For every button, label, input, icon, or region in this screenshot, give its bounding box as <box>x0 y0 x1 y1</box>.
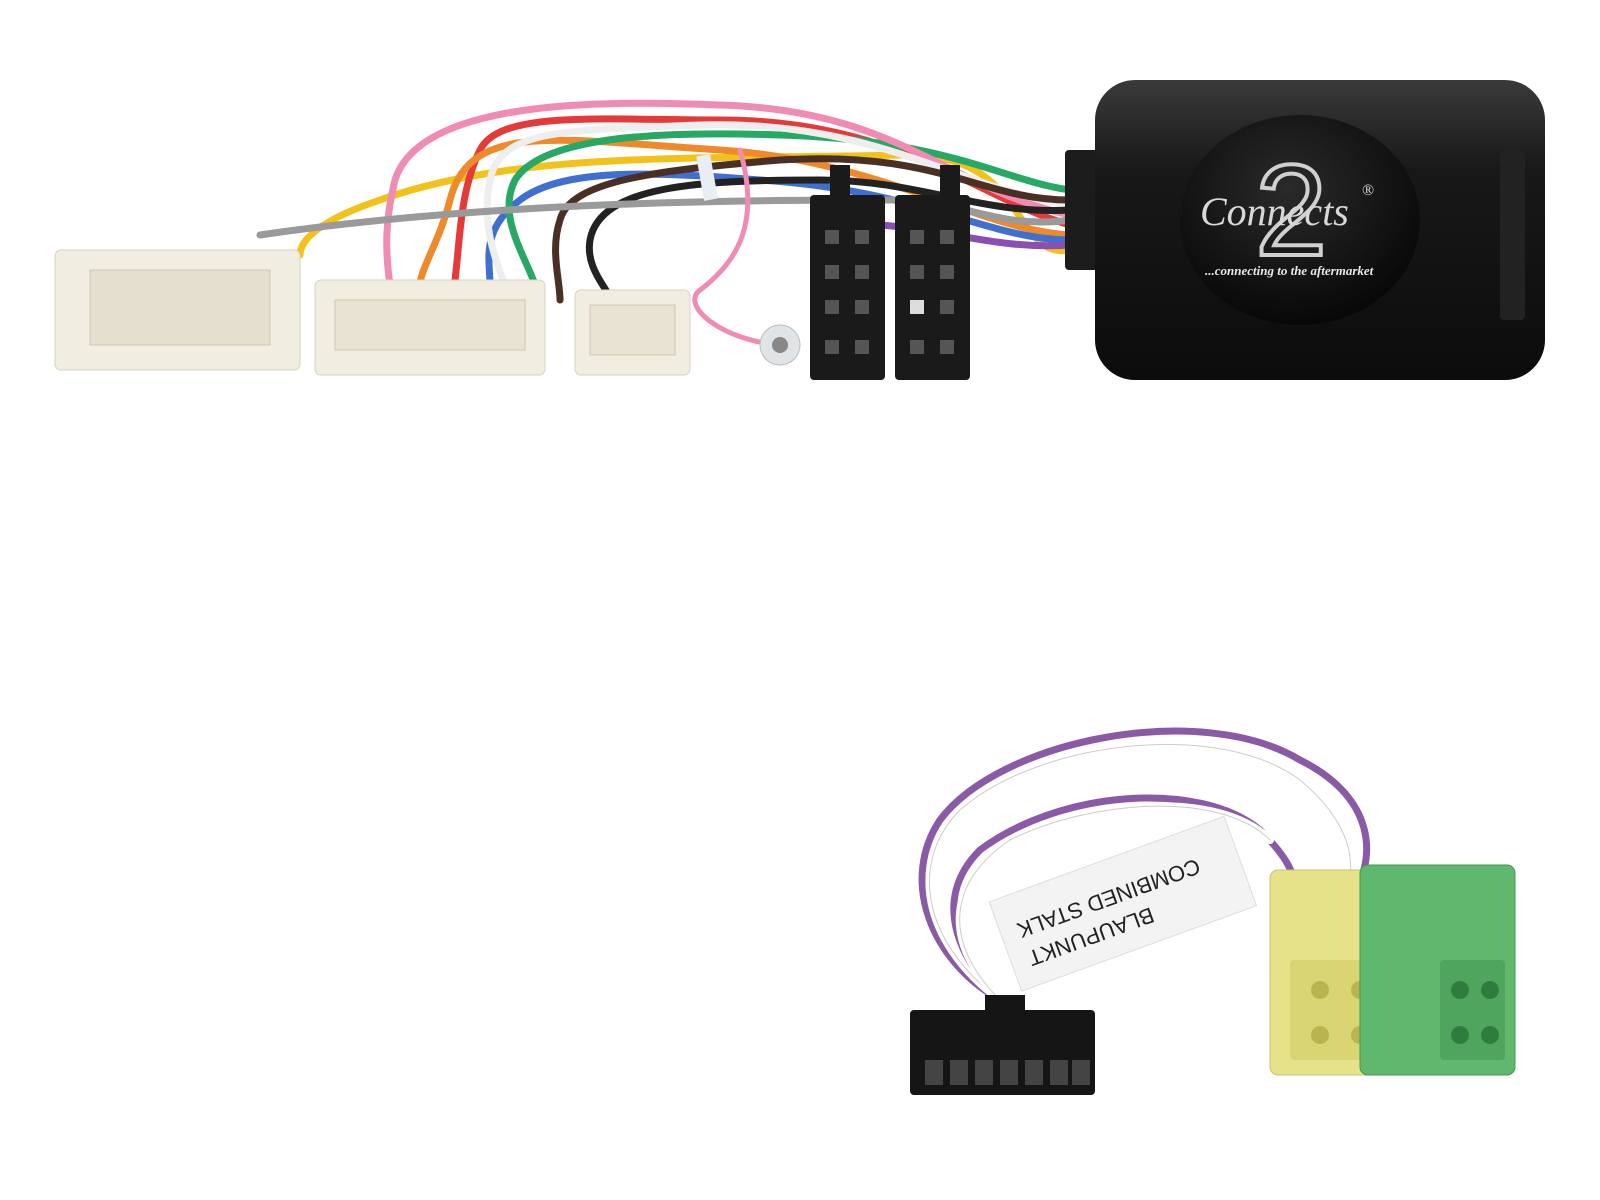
logo-numeral: 2 <box>1255 137 1327 283</box>
antenna-plug <box>759 324 801 366</box>
wire-blue <box>485 170 1074 289</box>
logo-registered: ® <box>1362 182 1374 199</box>
logo-wordmark: Connects <box>1200 189 1349 234</box>
oem-connector-large <box>54 249 301 371</box>
wire-green <box>505 130 1074 304</box>
logo-badge <box>1180 115 1420 325</box>
patch-lead-wires <box>918 727 1371 1004</box>
iso-connector-right <box>895 165 970 380</box>
cable-tie <box>696 154 718 201</box>
logo-tagline: ...connecting to the aftermarket <box>1205 263 1374 278</box>
interface-box: 2 Connects ® ...connecting to the afterm… <box>1065 80 1545 380</box>
cable-label: BLAUPUNKT COMBINED STALK <box>988 815 1258 992</box>
iso-connector-left <box>810 165 885 380</box>
wire-brown <box>552 155 1074 304</box>
oem-connector-medium <box>314 279 546 376</box>
antenna-lead <box>692 147 783 348</box>
patch-lead-connector-black <box>910 995 1095 1095</box>
mini-iso-connector-green <box>1359 864 1516 1076</box>
wire-grey <box>256 196 1074 239</box>
oem-connector-small <box>574 289 691 376</box>
wire-pink <box>383 99 1074 289</box>
